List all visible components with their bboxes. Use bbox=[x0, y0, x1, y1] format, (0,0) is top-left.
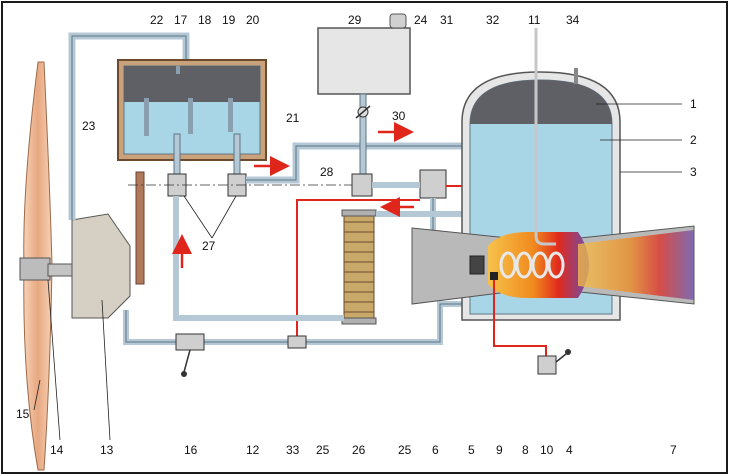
label-33: 33 bbox=[286, 443, 300, 457]
label-10: 10 bbox=[540, 443, 554, 457]
label-2: 2 bbox=[690, 133, 697, 147]
burner-5 bbox=[469, 255, 485, 275]
callout-lines bbox=[33, 103, 682, 441]
tube-19 bbox=[228, 98, 233, 132]
label-12: 12 bbox=[246, 443, 260, 457]
label-25a: 25 bbox=[316, 443, 330, 457]
label-20: 20 bbox=[246, 13, 260, 27]
transmission-rod bbox=[135, 171, 145, 285]
label-13: 13 bbox=[100, 443, 114, 457]
label-4: 4 bbox=[566, 443, 573, 457]
propeller-shaft bbox=[47, 263, 75, 277]
label-16: 16 bbox=[184, 443, 198, 457]
pump-leg-right bbox=[233, 133, 241, 179]
label-26: 26 bbox=[352, 443, 366, 457]
label-18: 18 bbox=[198, 13, 212, 27]
label-25b: 25 bbox=[398, 443, 412, 457]
gearbox-housing bbox=[71, 213, 131, 319]
label-28: 28 bbox=[320, 165, 334, 179]
heater-coil bbox=[499, 251, 565, 279]
tube-17 bbox=[176, 66, 180, 74]
label-29: 29 bbox=[348, 13, 362, 27]
boiler-steam-space bbox=[470, 80, 612, 124]
junction-33 bbox=[287, 335, 307, 349]
flame-zone bbox=[488, 232, 589, 298]
condenser-26 bbox=[343, 211, 375, 323]
label-32: 32 bbox=[486, 13, 500, 27]
label-31: 31 bbox=[440, 13, 454, 27]
label-27: 27 bbox=[202, 239, 216, 253]
valve-16 bbox=[175, 333, 205, 351]
label-3: 3 bbox=[690, 165, 697, 179]
coil-lead-11 bbox=[534, 28, 556, 246]
label-8: 8 bbox=[522, 443, 529, 457]
label-14: 14 bbox=[50, 443, 64, 457]
fuel-tank bbox=[317, 27, 411, 95]
control-line-10 bbox=[493, 280, 547, 356]
fuel-control-31 bbox=[419, 169, 447, 199]
propeller-hub bbox=[19, 257, 51, 281]
label-6: 6 bbox=[432, 443, 439, 457]
label-17: 17 bbox=[174, 13, 188, 27]
label-22: 22 bbox=[150, 13, 164, 27]
pump-leg-left bbox=[173, 133, 181, 179]
exhaust-plume bbox=[578, 230, 694, 300]
label-11: 11 bbox=[528, 13, 541, 27]
fuel-tank-cap bbox=[389, 13, 407, 29]
control-line-33 bbox=[296, 199, 420, 342]
control-10 bbox=[537, 355, 557, 375]
return-pipe bbox=[173, 196, 344, 321]
tube-18 bbox=[188, 98, 193, 134]
tube-23 bbox=[144, 98, 149, 136]
label-15: 15 bbox=[16, 407, 30, 421]
label-21: 21 bbox=[286, 111, 300, 125]
label-9: 9 bbox=[496, 443, 503, 457]
condenser-fins bbox=[344, 221, 374, 313]
label-1: 1 bbox=[690, 97, 697, 111]
label-5: 5 bbox=[468, 443, 475, 457]
label-23: 23 bbox=[82, 119, 96, 133]
label-19: 19 bbox=[222, 13, 236, 27]
label-24: 24 bbox=[414, 13, 428, 27]
boiler-vent-34 bbox=[574, 68, 578, 84]
oil-tank-air bbox=[124, 66, 260, 102]
label-30: 30 bbox=[392, 109, 406, 123]
label-7: 7 bbox=[670, 443, 677, 457]
sensor-9 bbox=[490, 272, 498, 280]
fuel-pump-28 bbox=[351, 173, 373, 197]
label-34: 34 bbox=[566, 13, 580, 27]
